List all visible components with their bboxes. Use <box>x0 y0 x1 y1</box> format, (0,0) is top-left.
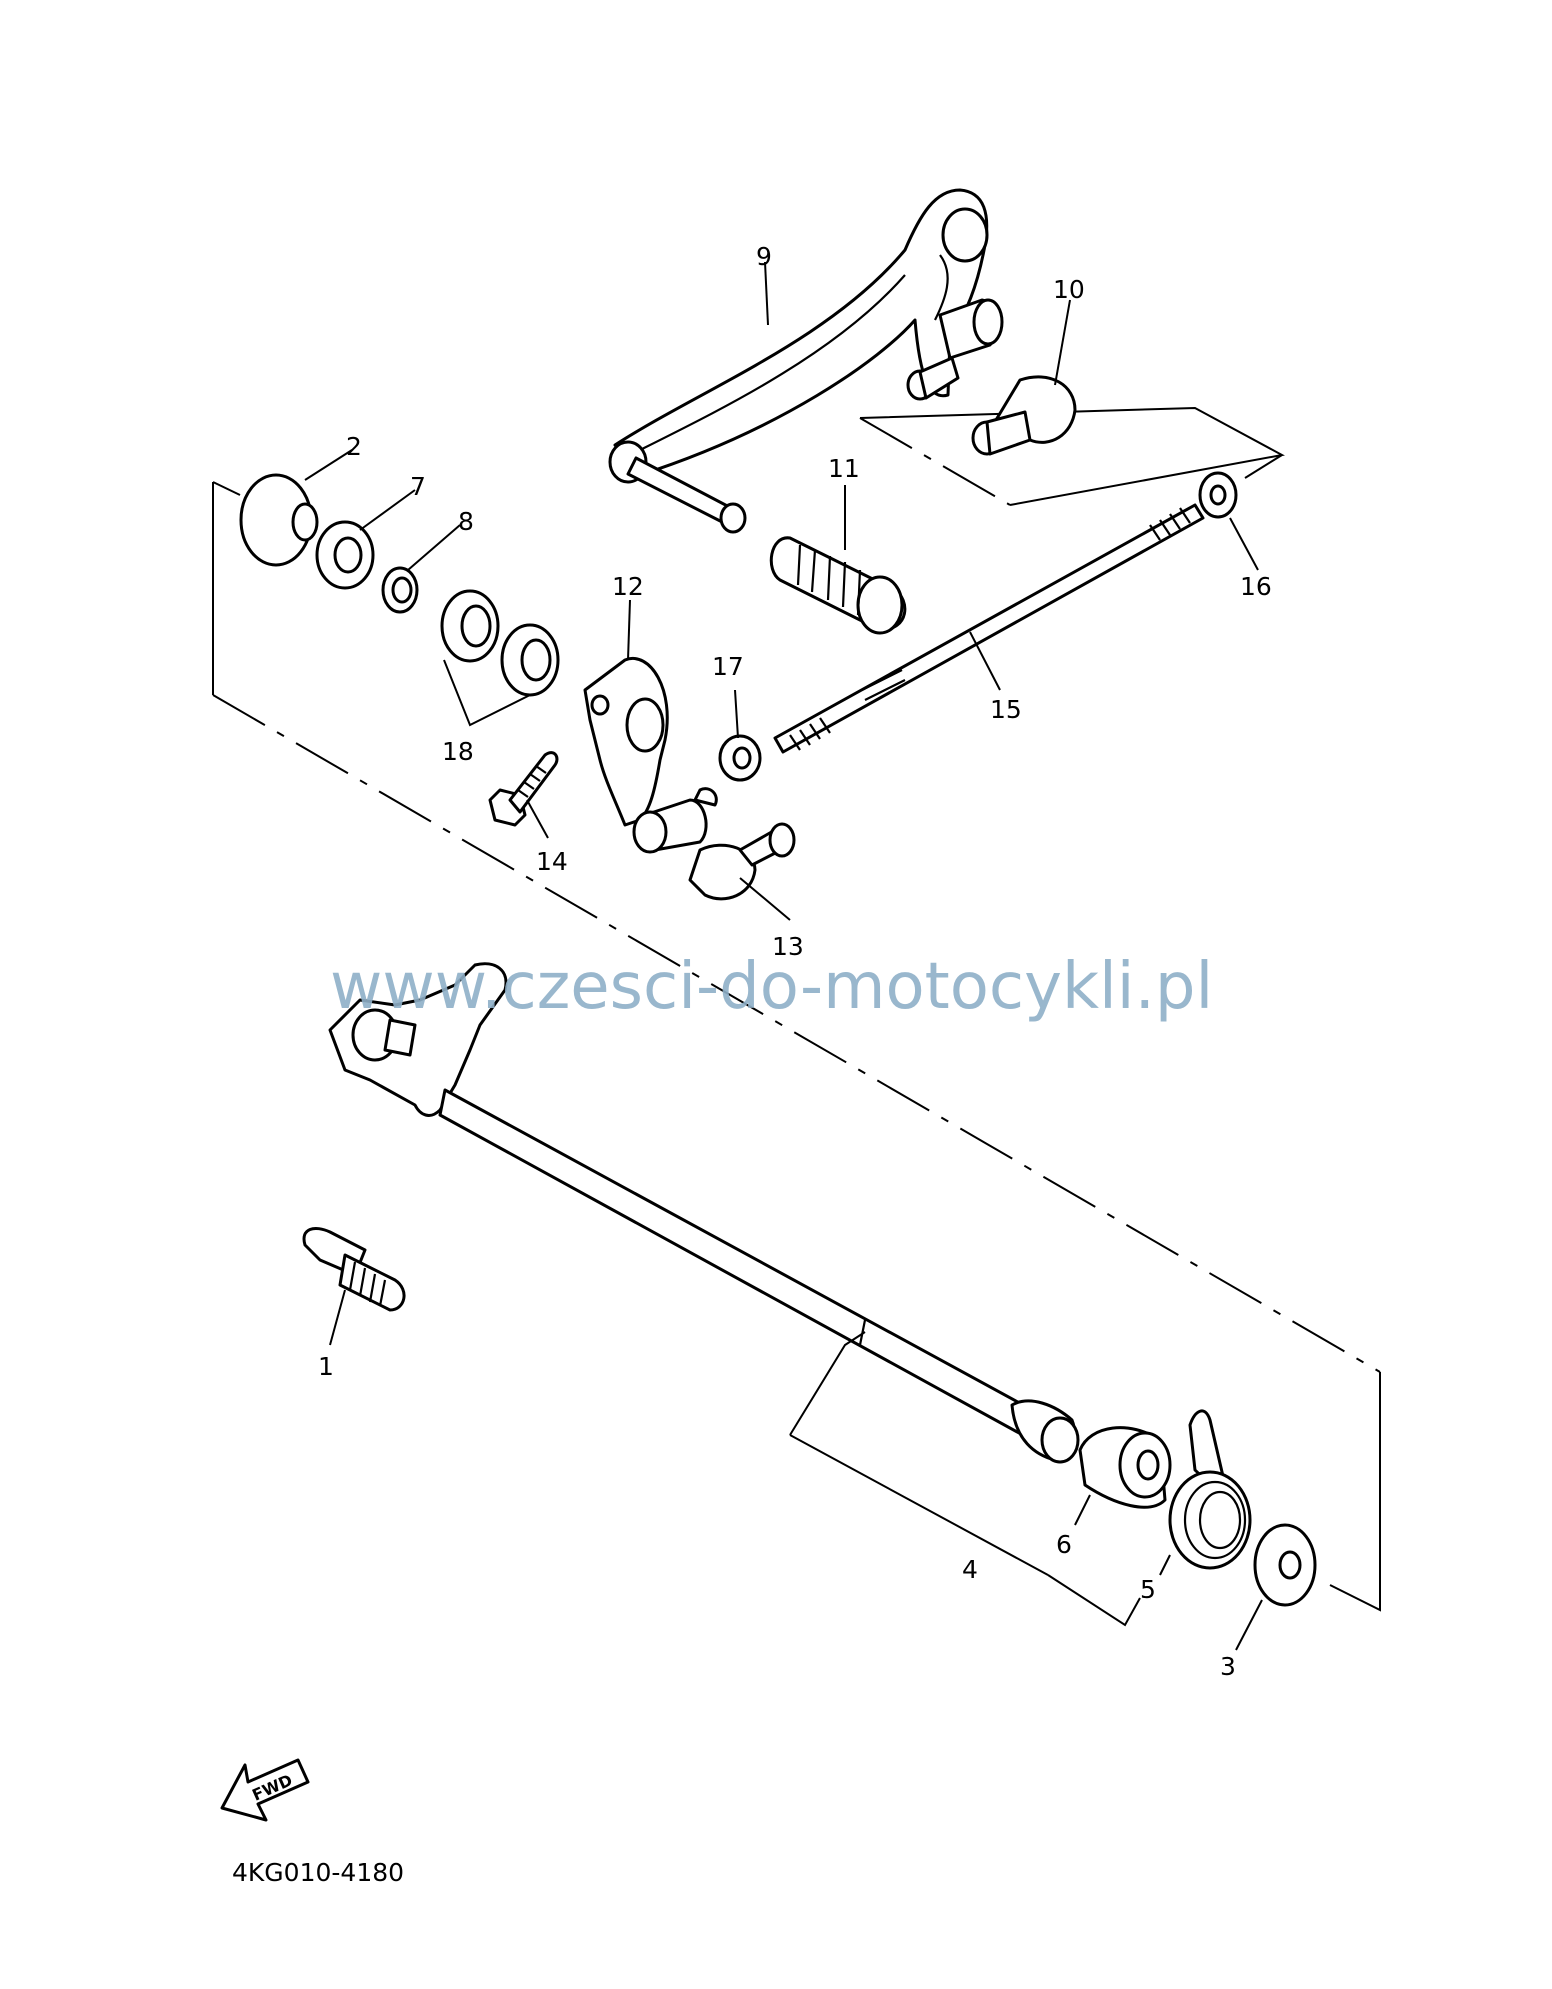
watermark-text: www.czesci-do-motocykli.pl <box>330 950 1214 1024</box>
label-1: 1 <box>318 1352 334 1381</box>
pedal-rubber <box>769 536 907 635</box>
shift-rod <box>773 503 1205 754</box>
label-15: 15 <box>990 695 1022 724</box>
bolt-14 <box>488 751 559 827</box>
label-5: 5 <box>1140 1575 1156 1604</box>
washer-7 <box>315 520 375 590</box>
label-12: 12 <box>612 572 644 601</box>
shift-arm <box>583 657 669 827</box>
shift-shaft <box>328 962 1080 1464</box>
torsion-spring <box>1168 1409 1252 1570</box>
oil-seal <box>239 473 319 567</box>
label-11: 11 <box>828 454 860 483</box>
label-10: 10 <box>1053 275 1085 304</box>
label-6: 6 <box>1056 1530 1072 1559</box>
nut-16 <box>1198 471 1238 519</box>
label-2: 2 <box>346 432 362 461</box>
label-4: 4 <box>962 1555 978 1584</box>
label-7: 7 <box>410 472 426 501</box>
part-number-labels: 1 2 3 4 5 6 7 8 9 10 11 12 13 14 15 16 1… <box>318 242 1272 1681</box>
drawing-code: 4KG010-4180 <box>232 1858 405 1887</box>
label-16: 16 <box>1240 572 1272 601</box>
label-8: 8 <box>458 507 474 536</box>
leader-lines <box>304 261 1263 1651</box>
label-3: 3 <box>1220 1652 1236 1681</box>
label-9: 9 <box>756 242 772 271</box>
shift-pedal <box>608 188 989 534</box>
label-14: 14 <box>536 847 568 876</box>
washer-3 <box>1253 1523 1317 1607</box>
fwd-arrow-icon: FWD <box>220 1758 310 1822</box>
stud-bolt <box>302 1227 406 1312</box>
label-18: 18 <box>442 737 474 766</box>
nut-17 <box>718 734 762 782</box>
label-13: 13 <box>772 932 804 961</box>
joint-lower <box>632 787 796 901</box>
collar <box>1078 1426 1172 1509</box>
circlip <box>381 566 419 614</box>
label-17: 17 <box>712 652 744 681</box>
bearings <box>440 589 560 697</box>
joint-upper <box>906 298 1077 456</box>
